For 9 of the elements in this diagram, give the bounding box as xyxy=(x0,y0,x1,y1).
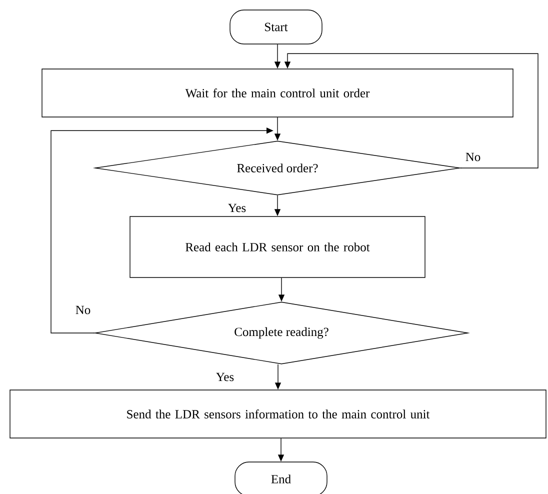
edge-label: Yes xyxy=(214,372,236,382)
edge-label: No xyxy=(74,304,92,316)
process-box: Read each LDR sensor on the robot xyxy=(130,216,426,278)
process-box: Wait for the main control unit order xyxy=(42,68,514,118)
process-box: Send the LDR sensors information to the main control unit xyxy=(10,390,546,438)
edge-label: Yes xyxy=(226,202,248,214)
start-terminal: Start xyxy=(230,10,322,44)
edge-label: No xyxy=(464,152,482,162)
end-terminal: End xyxy=(234,462,328,494)
